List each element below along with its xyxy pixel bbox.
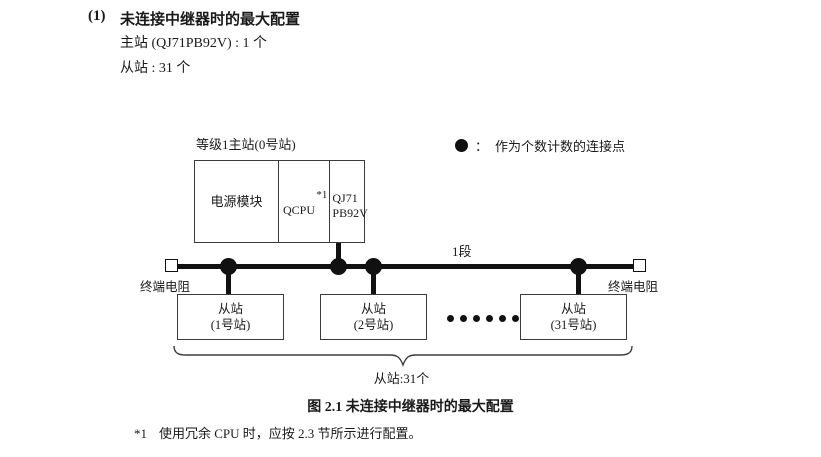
slave-title-1: 从站 [217,301,243,316]
slave-title-2: 从站 [360,301,386,316]
terminating-resistor-left-label: 终端电阻 [140,280,191,294]
master-station-label: 等级1主站(0号站) [196,137,296,152]
terminating-resistor-left-icon [165,259,178,272]
page-title: 未连接中继器时的最大配置 [120,12,301,28]
terminating-resistor-right-icon [633,259,646,272]
figure-caption: 图 2.1 未连接中继器时的最大配置 [307,400,514,415]
segment-label: 1段 [452,244,472,259]
drop-line-slave31 [576,266,581,294]
qj71pb92v-line1: QJ71 [332,191,358,205]
legend-label: 作为个数计数的连接点 [495,139,626,154]
slave-count-brace [173,345,633,367]
slave-station-box-1: 从站 (1号站) [177,294,284,340]
qcpu-label: QCPU [283,203,316,217]
master-count-line: 主站 (QJ71PB92V) : 1 个 [120,36,268,51]
qcpu-footnote-mark: *1 [316,189,328,201]
slave-count-line: 从站 : 31 个 [120,61,191,76]
ellipsis-dots-icon [447,315,519,322]
slave-station-no-1: (1号站) [210,318,251,332]
slave-station-no-31: (31号站) [550,318,597,332]
drop-line-slave2 [371,266,376,294]
brace-label: 从站:31个 [373,371,430,386]
footnote-text: 使用冗余 CPU 时，应按 2.3 节所示进行配置。 [159,426,422,441]
qcpu-cell: *1 QCPU [279,161,331,242]
connection-node-master [330,258,347,275]
brace-label-wrap: 从站:31个 [0,368,821,387]
qj71pb92v-line2: PB92V [332,206,368,220]
slave-station-box-2: 从站 (2号站) [320,294,427,340]
legend-separator: ： [475,139,489,154]
slave-station-box-31: 从站 (31号站) [520,294,627,340]
legend: ： 作为个数计数的连接点 [455,136,625,155]
power-supply-module-cell: 电源模块 [195,161,279,242]
slave-title-31: 从站 [560,301,586,316]
terminating-resistor-right-label: 终端电阻 [608,280,659,294]
drop-line-slave1 [226,266,231,294]
footnote-mark: *1 [134,426,147,441]
connection-point-dot-icon [455,139,468,152]
slave-station-no-2: (2号站) [353,318,394,332]
bus-line [172,264,640,269]
section-number: (1) [88,8,106,24]
power-supply-module-label: 电源模块 [210,193,263,209]
master-drop-line [336,243,341,268]
footnote: *1 使用冗余 CPU 时，应按 2.3 节所示进行配置。 [134,423,422,442]
